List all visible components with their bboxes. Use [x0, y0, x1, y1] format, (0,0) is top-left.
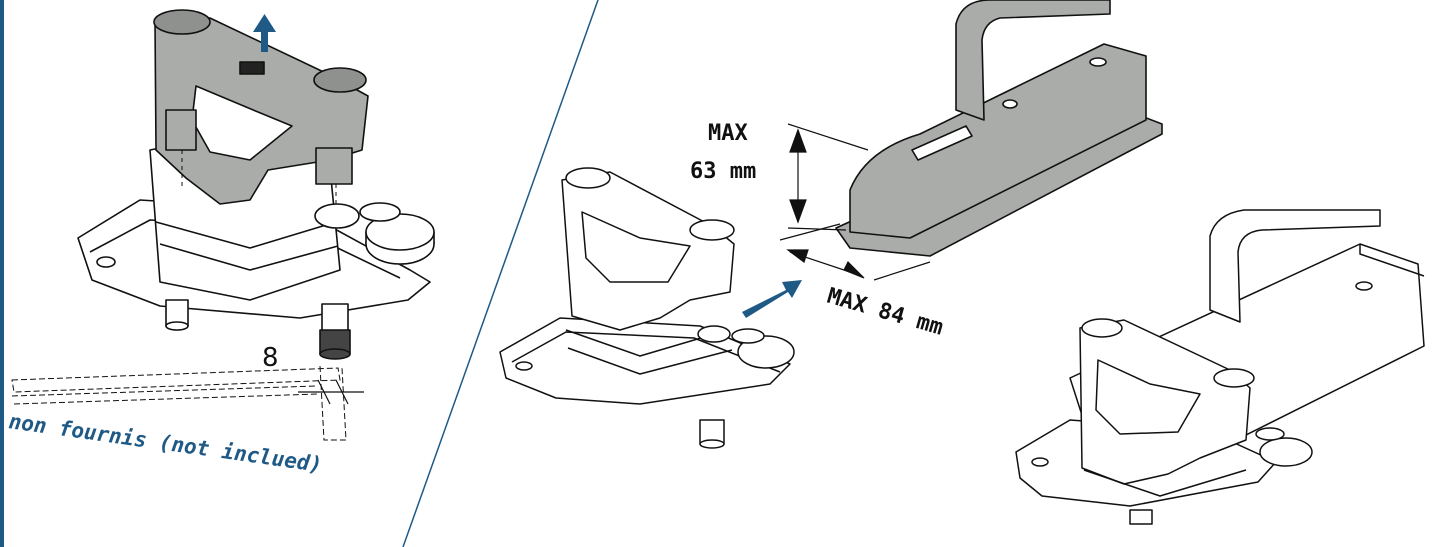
- left-lock-assembly: [77, 129, 435, 360]
- panel-divider: [402, 0, 599, 547]
- left-grey-top: [153, 9, 369, 205]
- left-edge-stripe: [0, 0, 4, 547]
- height-dimension: [787, 123, 869, 231]
- right-assembled-lock: [1015, 209, 1425, 525]
- diagonal-arrow-icon: [742, 280, 802, 318]
- not-included-note: non fournis (not inclued): [7, 409, 323, 477]
- wrench-dimension: [298, 379, 364, 405]
- middle-lock-assembly: [499, 167, 795, 449]
- width-max-label: MAX 84 mm: [824, 284, 945, 341]
- coupler-grey: [835, 0, 1163, 257]
- height-max-value: 63 mm: [690, 159, 756, 184]
- height-max-word: MAX: [708, 121, 748, 146]
- up-arrow-icon: [253, 14, 276, 52]
- hex-key-icon: [11, 365, 347, 441]
- width-dimension: [779, 223, 931, 281]
- wrench-size-label: 8: [262, 343, 279, 373]
